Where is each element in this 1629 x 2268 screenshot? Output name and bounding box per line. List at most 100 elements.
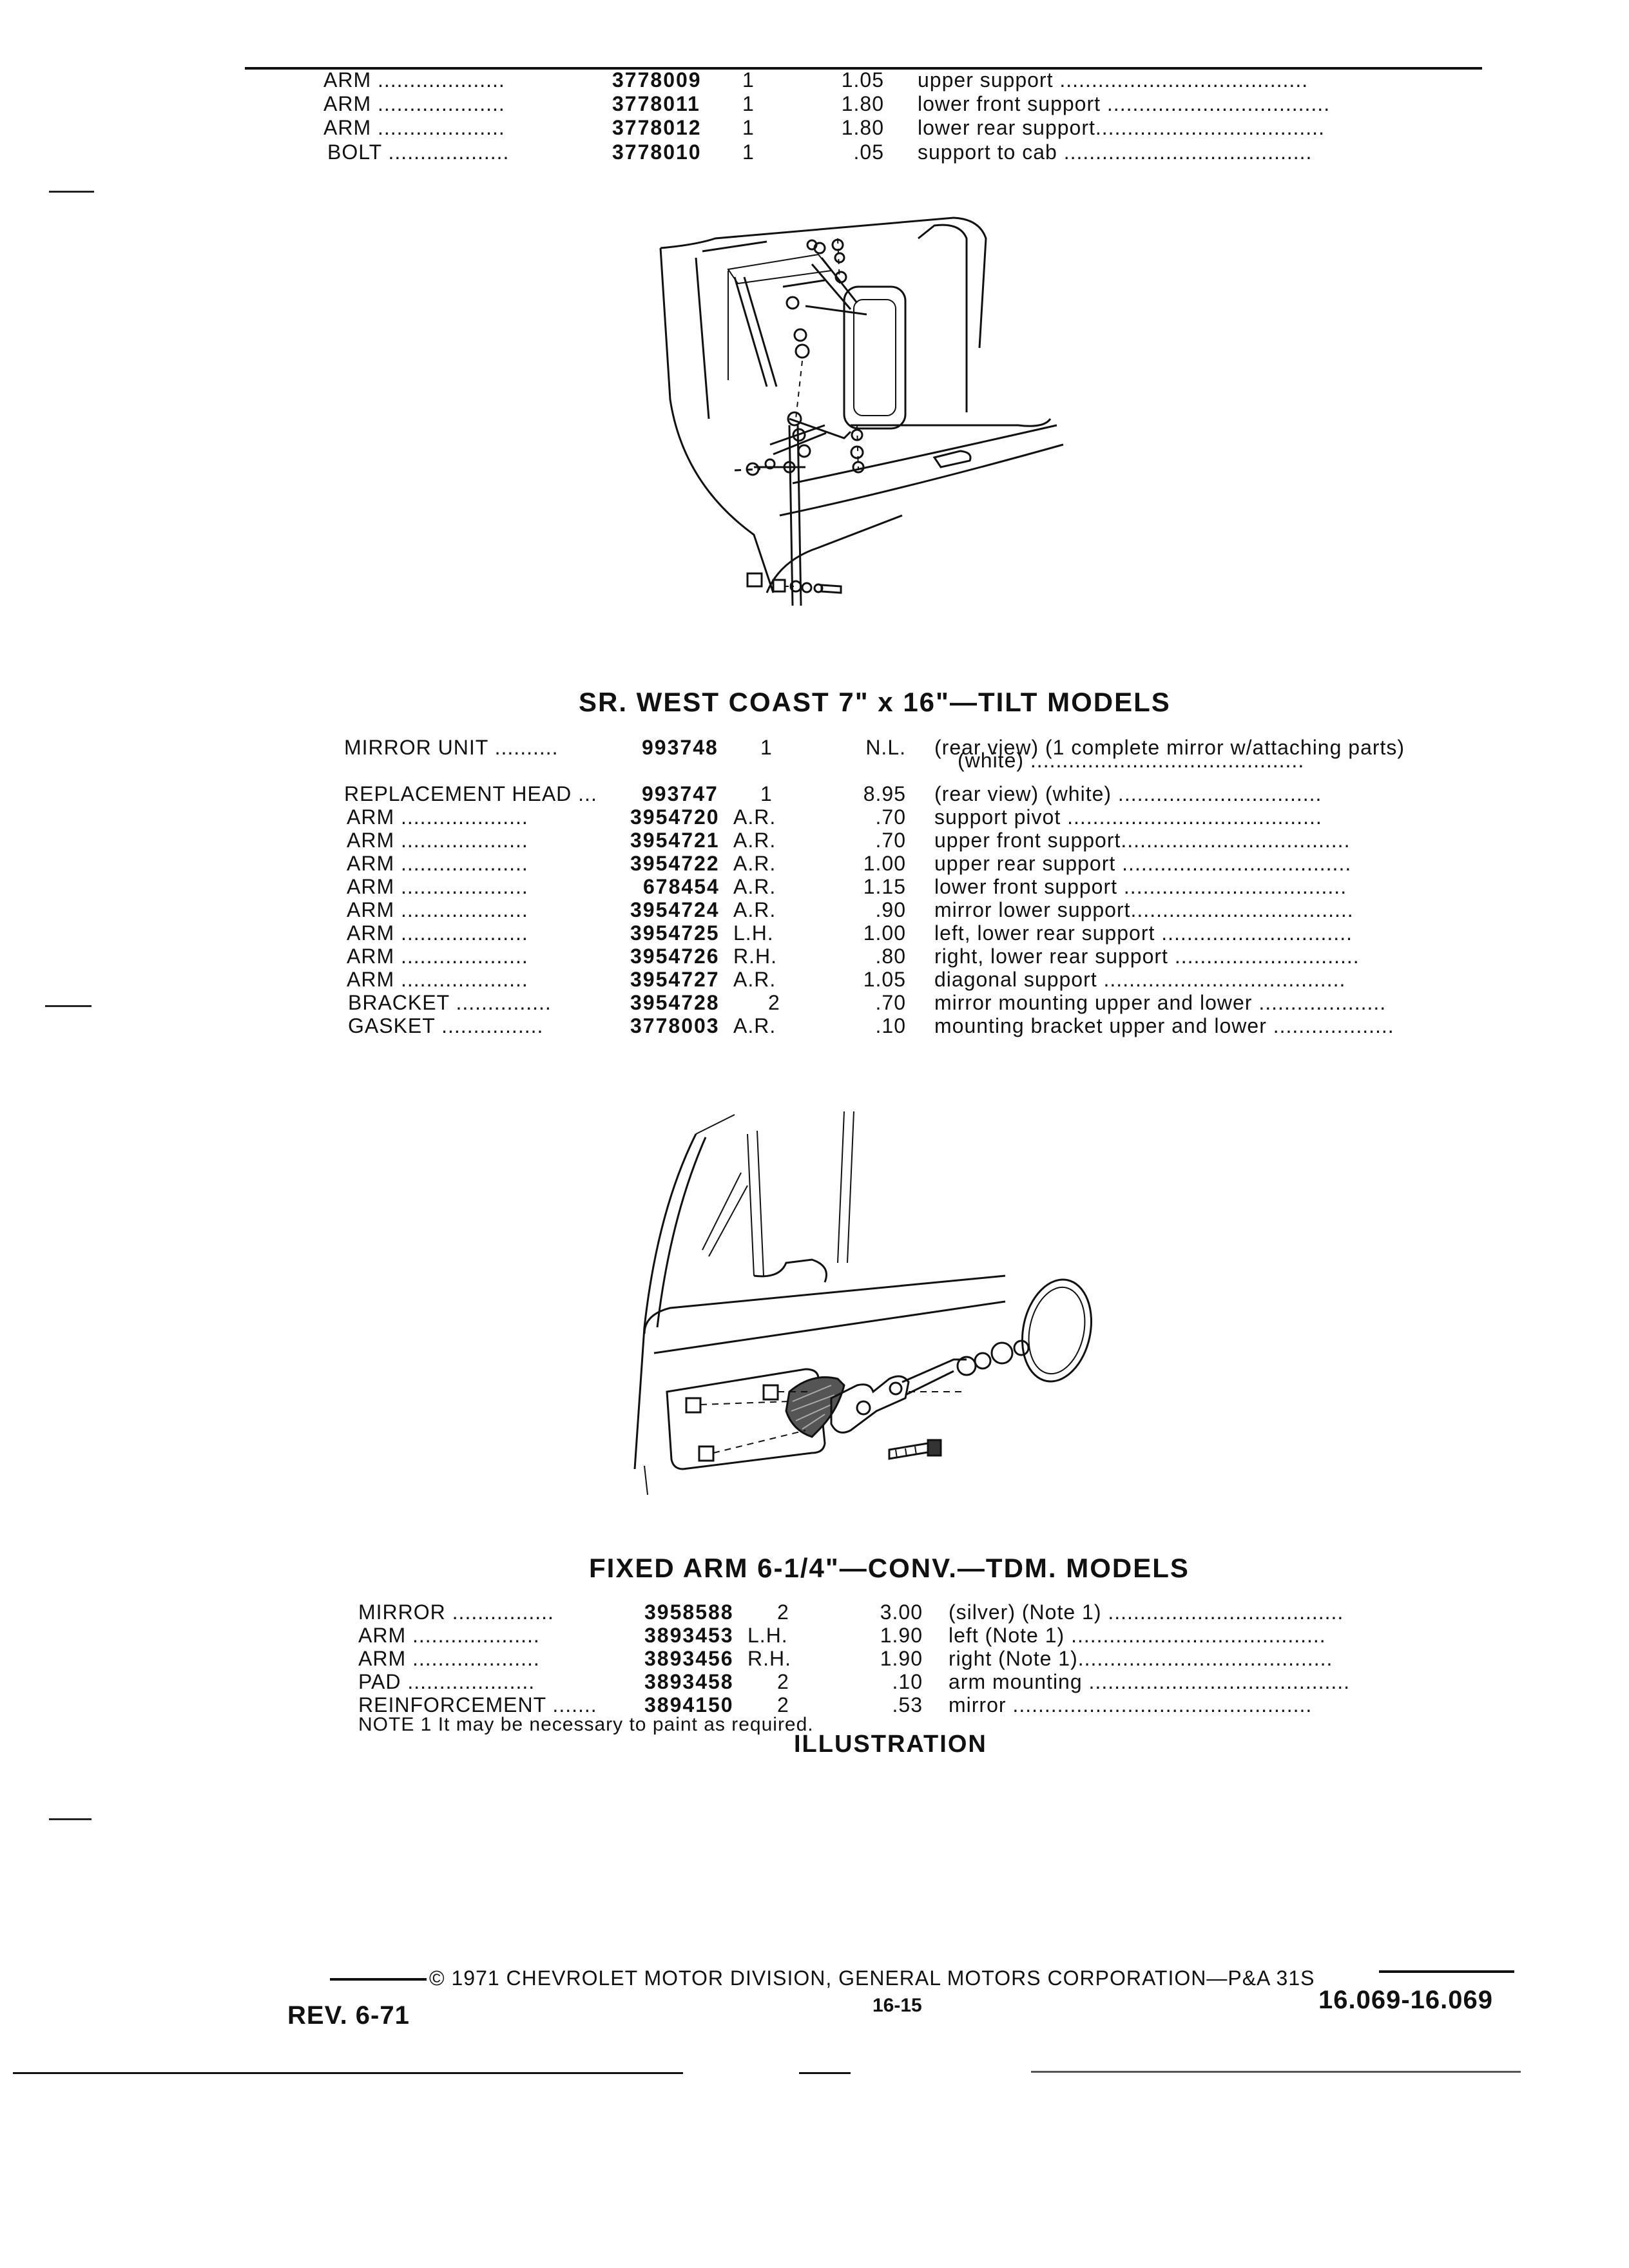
price: 1.05 (841, 68, 884, 91)
description: upper rear support .....................… (934, 852, 1352, 875)
table-row: BOLT ................... 3778010 1 .05 s… (0, 140, 1629, 166)
part-name: REPLACEMENT HEAD ... (344, 782, 597, 805)
price: 1.05 (863, 968, 906, 991)
description: arm mounting ...........................… (949, 1670, 1351, 1693)
quantity: A.R. (733, 968, 776, 991)
illustration-label: ILLUSTRATION (794, 1731, 987, 1758)
part-number: 3894150 (644, 1693, 734, 1716)
description: lower front support ....................… (934, 875, 1347, 898)
fixed-arm-mirror-illustration (633, 1111, 1093, 1495)
description: upper support ..........................… (918, 68, 1309, 91)
margin-tick (49, 191, 94, 193)
description: diagonal support .......................… (934, 968, 1346, 991)
table-row: REINFORCEMENT ....... 3894150 2 .53 mirr… (0, 1693, 1629, 1719)
part-name: ARM .................... (358, 1624, 540, 1647)
part-name: ARM .................... (323, 68, 505, 91)
part-number: 3954726 (630, 945, 720, 968)
quantity: 1 (742, 116, 755, 139)
price: .70 (875, 829, 906, 852)
part-number: 678454 (643, 875, 720, 898)
note-1: NOTE 1 It may be necessary to paint as r… (358, 1714, 814, 1735)
part-number: 3954728 (630, 991, 720, 1014)
quantity: A.R. (733, 1014, 776, 1037)
part-number: 993748 (642, 736, 718, 759)
part-number: 993747 (642, 782, 718, 805)
part-number: 3893453 (644, 1624, 734, 1647)
table-row: PAD .................... 3893458 2 .10 a… (0, 1670, 1629, 1696)
description: upper front support.....................… (934, 829, 1351, 852)
description: support pivot ..........................… (934, 805, 1322, 829)
part-name: ARM .................... (323, 92, 505, 115)
table-row: ARM .................... 3893456 R.H. 1.… (0, 1647, 1629, 1673)
part-name: BOLT ................... (327, 140, 510, 164)
quantity: 1 (742, 68, 755, 91)
part-name: ARM .................... (347, 945, 528, 968)
table-row: ARM .................... 3778009 1 1.05 … (0, 68, 1629, 94)
price: 1.00 (863, 852, 906, 875)
description: mirror mounting upper and lower ........… (934, 991, 1387, 1014)
table-row: ARM .................... 3778011 1 1.80 … (0, 92, 1629, 118)
part-number: 3778010 (612, 140, 702, 164)
part-number: 3893456 (644, 1647, 734, 1670)
quantity: R.H. (747, 1647, 791, 1670)
price: 1.80 (841, 92, 884, 115)
table-row: ARM .................... 3954722 A.R. 1.… (0, 852, 1629, 878)
part-name: ARM .................... (347, 898, 528, 921)
description: (white) ................................… (958, 749, 1305, 772)
price: .70 (875, 805, 906, 829)
price: .90 (875, 898, 906, 921)
quantity: L.H. (747, 1624, 788, 1647)
price: .80 (875, 945, 906, 968)
description: right, lower rear support ..............… (934, 945, 1360, 968)
tilt-mirror-illustration (659, 216, 1064, 606)
page-number: 16-15 (872, 1995, 922, 2016)
price: 1.90 (880, 1647, 923, 1670)
price: 1.00 (863, 921, 906, 945)
description: mounting bracket upper and lower .......… (934, 1014, 1394, 1037)
part-name: ARM .................... (358, 1647, 540, 1670)
table-row: ARM .................... 3954725 L.H. 1.… (0, 921, 1629, 947)
margin-tick (45, 1005, 92, 1007)
quantity: 2 (768, 991, 780, 1014)
price: 1.90 (880, 1624, 923, 1647)
price: .10 (875, 1014, 906, 1037)
quantity: 1 (742, 92, 755, 115)
price: .05 (853, 140, 884, 164)
table-row: REPLACEMENT HEAD ... 993747 1 8.95 (rear… (0, 782, 1629, 808)
part-name: ARM .................... (347, 829, 528, 852)
section3-title: FIXED ARM 6-1/4"—CONV.—TDM. MODELS (589, 1553, 1190, 1583)
quantity: L.H. (733, 921, 774, 945)
table-row: ARM .................... 3954721 A.R. .7… (0, 829, 1629, 854)
quantity: R.H. (733, 945, 777, 968)
quantity: A.R. (733, 852, 776, 875)
quantity: 2 (777, 1693, 789, 1716)
price: 3.00 (880, 1600, 923, 1624)
footer-rule-left (330, 1978, 427, 1981)
price: N.L. (865, 736, 906, 759)
part-name: ARM .................... (323, 116, 505, 139)
part-number: 3893458 (644, 1670, 734, 1693)
quantity: 2 (777, 1600, 789, 1624)
description: (rear view) (white) ....................… (934, 782, 1322, 805)
price: 1.15 (863, 875, 906, 898)
quantity: A.R. (733, 829, 776, 852)
price: 8.95 (863, 782, 906, 805)
bottom-trim-line (13, 2072, 683, 2074)
description: (silver) (Note 1) ......................… (949, 1600, 1344, 1624)
part-number: 3954724 (630, 898, 720, 921)
part-name: ARM .................... (347, 921, 528, 945)
description: mirror .................................… (949, 1693, 1313, 1716)
part-number: 3954720 (630, 805, 720, 829)
quantity: A.R. (733, 805, 776, 829)
table-row: ARM .................... 3893453 L.H. 1.… (0, 1624, 1629, 1649)
part-number: 3958588 (644, 1600, 734, 1624)
quantity: 1 (742, 140, 755, 164)
part-number: 3954721 (630, 829, 720, 852)
price: 1.80 (841, 116, 884, 139)
bottom-trim-line (799, 2072, 851, 2074)
quantity: A.R. (733, 875, 776, 898)
part-name: REINFORCEMENT ....... (358, 1693, 597, 1716)
table-row: ARM .................... 3954724 A.R. .9… (0, 898, 1629, 924)
table-row: ARM .................... 3954727 A.R. 1.… (0, 968, 1629, 994)
revision-label: REV. 6-71 (287, 2001, 410, 2030)
